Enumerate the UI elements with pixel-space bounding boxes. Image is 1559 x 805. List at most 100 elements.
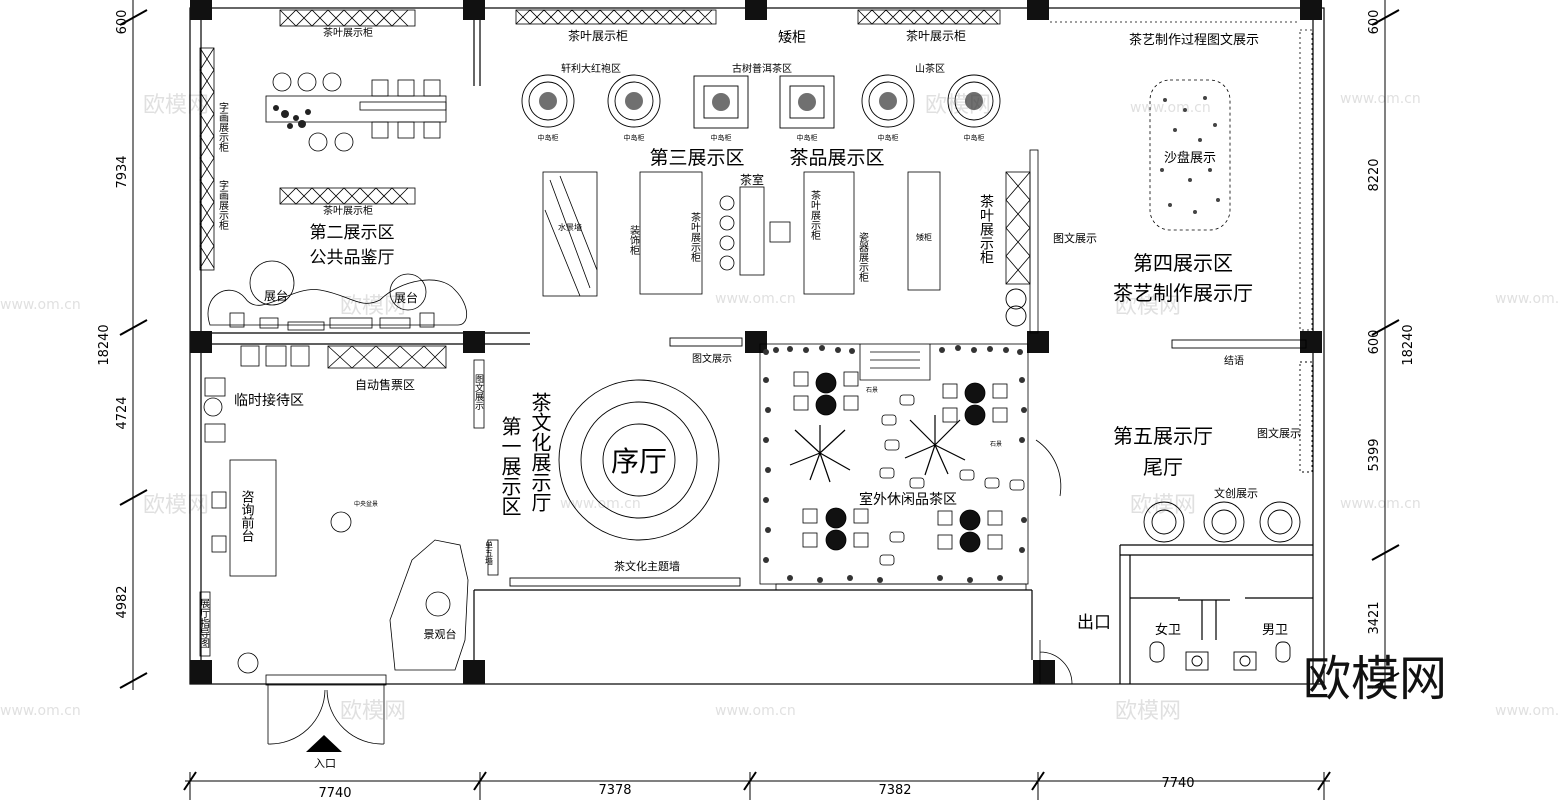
watermark-text: 欧模网 — [340, 294, 406, 319]
reception-area — [199, 345, 499, 745]
watermark-url: www.om.cn — [560, 496, 641, 512]
lobby — [509, 337, 743, 587]
watermark-text: 欧模网 — [143, 493, 209, 518]
label-epilogue: 结语 — [1224, 354, 1244, 367]
label-entrance: 入口 — [314, 757, 336, 770]
hedge-border — [763, 345, 1027, 583]
label-island: 中岛柜 — [964, 133, 985, 142]
label-reception: 临时接待区 — [234, 392, 304, 409]
water-feature-shape — [542, 171, 598, 297]
watermark-text: 欧模网 — [1130, 493, 1196, 518]
logo-watermark: 欧模网 — [1303, 651, 1447, 707]
tree-icon — [789, 415, 966, 483]
label-deco-cabinet: 装饰柜 — [628, 224, 640, 256]
label-tea-cabinet-2: 茶叶展示柜 — [323, 204, 373, 217]
label-female-wc: 女卫 — [1155, 622, 1181, 638]
columns — [190, 0, 1322, 684]
label-consult-desk: 咨询前台 — [239, 490, 255, 542]
table-set-icon — [793, 371, 1008, 553]
zone2-subtitle: 公共品鉴厅 — [310, 248, 395, 268]
label-graphic-2: 图文展示 — [473, 374, 484, 410]
label-tea-room: 茶室 — [740, 172, 764, 187]
dim-bottom-3: 7382 — [878, 783, 911, 798]
label-graphic-1: 图文展示 — [1053, 231, 1097, 245]
dim-bottom-2: 7378 — [598, 783, 631, 798]
watermark-text: 欧模网 — [340, 699, 406, 724]
label-graphic-4: 图文展示 — [1257, 426, 1301, 440]
tea-cabinet-shape — [279, 9, 416, 27]
watermark-url: www.om.cn — [0, 297, 81, 313]
label-tea-cabinet-1: 茶叶展示柜 — [323, 26, 373, 39]
label-creative: 文创展示 — [1214, 486, 1258, 500]
label-low-cabinet-top: 矮柜 — [778, 30, 806, 46]
watermark-text: 欧模网 — [143, 93, 209, 118]
watermark-url: www.om.cn — [1340, 91, 1421, 107]
view-deck-shape — [389, 539, 469, 671]
watermark-url: www.om.cn — [715, 291, 796, 307]
label-single-door: 单五墙 — [485, 540, 494, 566]
dim-600-top-right: 600 — [1367, 10, 1382, 35]
door-swing — [1035, 439, 1073, 685]
label-island: 中岛柜 — [624, 133, 645, 142]
label-island: 中岛柜 — [878, 133, 899, 142]
tree-icon — [1005, 288, 1027, 327]
label-island: 中岛柜 — [711, 133, 732, 142]
zone-3 — [515, 9, 1039, 334]
sink-icon — [1185, 651, 1257, 671]
label-tea-cabinet-4: 茶叶展示柜 — [906, 28, 966, 43]
plant-icon — [539, 92, 983, 111]
zone5-subtitle: 尾厅 — [1143, 455, 1183, 479]
dim-600-mid-right: 600 — [1367, 330, 1382, 355]
tasting-table — [265, 95, 447, 123]
label-theme-wall: 茶文化主题墙 — [614, 559, 680, 573]
label-tea-disp-vert-2: 茶叶展示柜 — [809, 189, 821, 241]
watermark-url: www.om.cn — [1130, 100, 1211, 116]
label-outdoor: 室外休闲品茶区 — [859, 491, 957, 508]
dim-3421: 3421 — [1367, 601, 1382, 634]
label-center-decor: 中央盆景 — [354, 500, 378, 508]
dimension-lines — [119, 0, 1400, 800]
entrance-arrow-icon — [306, 735, 342, 752]
label-tea-disp-vert-1: 茶叶展示柜 — [689, 211, 701, 263]
zone2-title: 第二展示区 — [310, 223, 395, 243]
zone4-title: 第四展示区 — [1133, 251, 1233, 275]
label-process-display: 茶艺制作过程图文展示 — [1129, 32, 1259, 48]
label-guide-map: 展厅指导图 — [198, 598, 210, 649]
consult-desk-shape — [229, 459, 277, 577]
label-water-feature: 水景墙 — [558, 222, 582, 232]
label-rockery-1: 石景 — [866, 387, 878, 394]
zone3-title: 第三展示区 — [649, 147, 744, 169]
watermark-url: www.om.cn — [1495, 291, 1559, 307]
zone3-title-2: 茶品展示区 — [789, 147, 884, 169]
dim-bottom-1: 7740 — [318, 786, 351, 801]
watermark-url: www.om.cn — [1495, 703, 1559, 719]
label-area-shancha: 山茶区 — [915, 62, 945, 75]
calligraphy-cabinet-shape — [199, 47, 215, 271]
dim-bottom-4: 7740 — [1161, 776, 1194, 791]
labels: 茶叶展示柜 茶叶展示柜 字画展示柜 字画展示柜 第二展示区 公共品鉴厅 展台 展… — [198, 26, 1302, 770]
watermark-url: www.om.cn — [0, 703, 81, 719]
watermark-url: www.om.cn — [1340, 496, 1421, 512]
label-island: 中岛柜 — [538, 133, 559, 142]
label-sand-table: 沙盘展示 — [1164, 150, 1216, 166]
dim-4982: 4982 — [115, 585, 130, 618]
dim-4724: 4724 — [115, 396, 130, 429]
display-pods — [521, 74, 1001, 129]
dim-5399: 5399 — [1367, 438, 1382, 471]
dim-18240-left: 18240 — [97, 324, 112, 365]
stage-curve — [207, 279, 468, 326]
dim-600-top-left: 600 — [115, 10, 130, 35]
label-exit: 出口 — [1077, 613, 1111, 633]
tea-sculpture-icon — [273, 105, 311, 129]
watermark-url: www.om.cn — [715, 703, 796, 719]
label-island: 中岛柜 — [797, 133, 818, 142]
label-calligraphy-2: 字画展示柜 — [217, 179, 229, 231]
label-ticket: 自动售票区 — [355, 377, 415, 392]
watermark-text: 欧模网 — [1115, 699, 1181, 724]
zone-2 — [199, 9, 468, 331]
zone-5 — [1143, 339, 1313, 543]
label-tea-disp-big: 茶叶展示柜 — [978, 194, 994, 264]
label-stage-1: 展台 — [264, 288, 288, 303]
zone-4 — [1050, 21, 1313, 331]
